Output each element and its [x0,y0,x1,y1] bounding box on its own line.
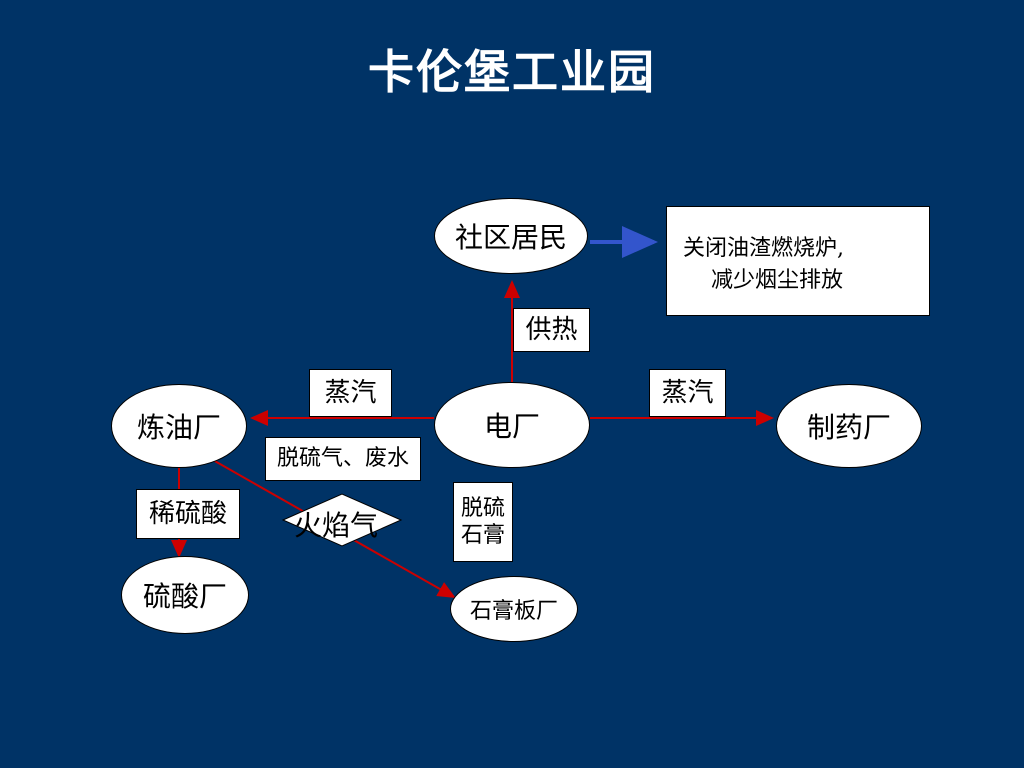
node-gypsum-board: 石膏板厂 [450,576,578,642]
label-desulf-gas-water: 脱硫气、废水 [265,437,421,481]
note-box: 关闭油渣燃烧炉, 减少烟尘排放 [666,206,930,316]
label-steam-left: 蒸汽 [309,369,392,417]
node-power-plant: 电厂 [434,382,590,468]
note-line-1: 关闭油渣燃烧炉, [683,236,844,261]
label-steam-right: 蒸汽 [649,369,726,417]
page-title: 卡伦堡工业园 [368,45,656,99]
label-flame-gas: 火焰气 [294,509,379,542]
label-desulf-gypsum: 脱硫 石膏 [453,482,513,562]
node-pharma: 制药厂 [776,384,922,468]
label-dilute-acid: 稀硫酸 [136,489,240,539]
node-sulfuric-plant: 硫酸厂 [121,556,249,634]
node-community: 社区居民 [434,198,588,274]
note-line-2: 减少烟尘排放 [711,267,844,293]
label-heating: 供热 [513,308,590,352]
flame-gas-diamond [281,493,403,547]
node-refinery: 炼油厂 [111,384,247,468]
